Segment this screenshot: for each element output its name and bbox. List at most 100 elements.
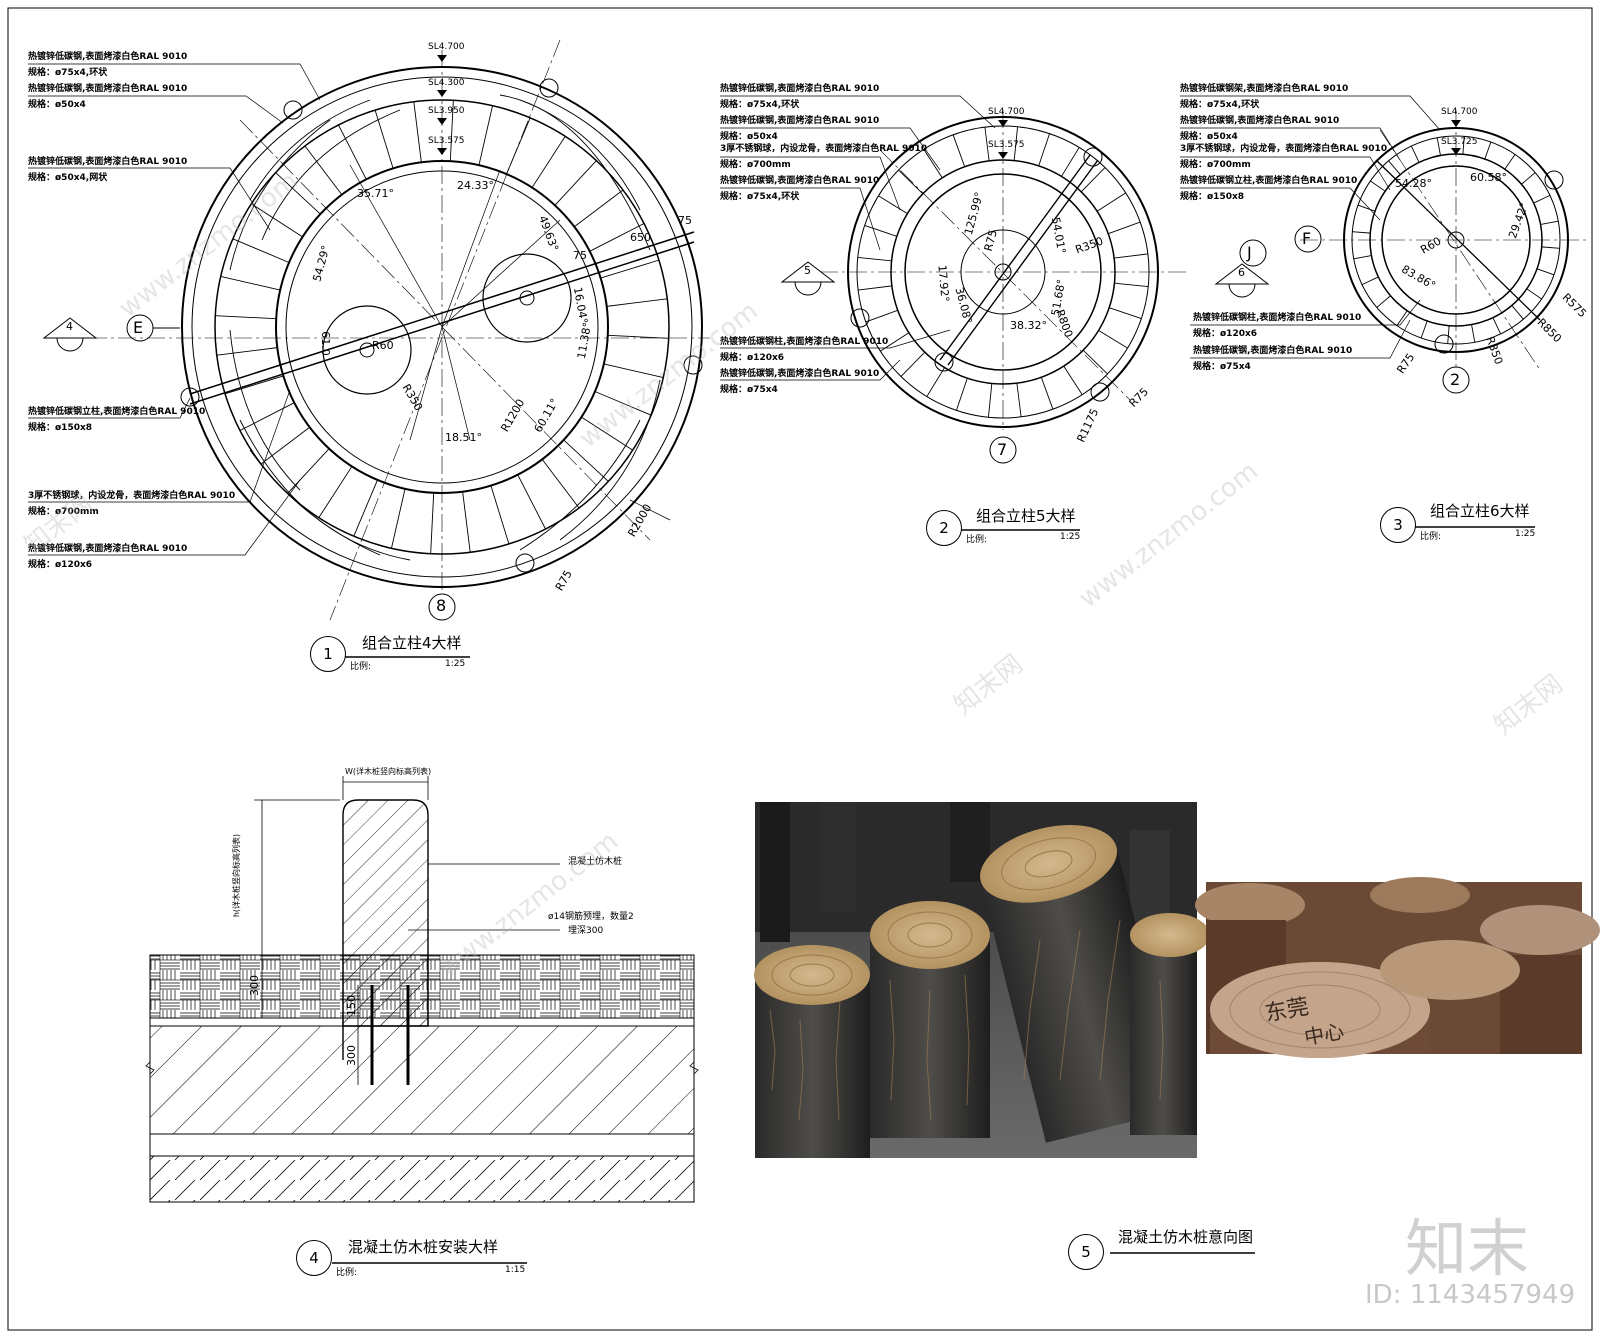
ring-rib bbox=[275, 172, 321, 215]
dim-1-r60: R60 bbox=[372, 339, 394, 352]
title-3-scale-value: 1:25 bbox=[1515, 529, 1536, 539]
angle-1-b: 24.33° bbox=[457, 179, 494, 192]
d2-callout-6-line2: 规格：ø75x4 bbox=[720, 385, 778, 395]
ring-rib bbox=[1357, 204, 1376, 212]
ring-rib bbox=[1016, 383, 1022, 417]
d3-callout-2-line2: 规格：ø50x4 bbox=[1180, 132, 1238, 142]
ring-rib bbox=[251, 203, 303, 238]
ring-rib bbox=[864, 225, 897, 237]
title-1-number: 1 bbox=[310, 636, 346, 672]
ring-rib bbox=[1462, 136, 1465, 155]
ring-rib bbox=[1063, 365, 1083, 395]
ring-rib bbox=[900, 351, 926, 377]
axis-7-label: 7 bbox=[997, 440, 1008, 459]
d4-dim-150: 150 bbox=[345, 995, 358, 1016]
ring-rib bbox=[1376, 295, 1391, 308]
ring-rib bbox=[1471, 324, 1476, 343]
ring-rib bbox=[1352, 231, 1371, 234]
ring-rib bbox=[220, 276, 281, 291]
axis-F-bubble bbox=[1294, 225, 1322, 253]
d3-callout-6-line1: 热镀锌低碳钢,表面烤漆白色RAL 9010 bbox=[1193, 346, 1353, 356]
d3-callout-1-line1: 热镀锌低碳钢架,表面烤漆白色RAL 9010 bbox=[1180, 84, 1349, 94]
ring-rib bbox=[338, 124, 367, 180]
ring-rib bbox=[1061, 147, 1080, 177]
section-marker-6 bbox=[1214, 263, 1270, 298]
d2-callout-2-line2: 规格：ø50x4 bbox=[720, 132, 778, 142]
d2-callout-6-line1: 热镀锌低碳钢,表面烤漆白色RAL 9010 bbox=[720, 369, 880, 379]
ring-rib bbox=[1447, 325, 1450, 344]
section-marker-4 bbox=[42, 317, 98, 352]
column-5-plan bbox=[820, 110, 1190, 430]
angle-3-b: 60.58° bbox=[1470, 171, 1507, 184]
ring-rib bbox=[287, 448, 330, 494]
angle-3-a: 54.28° bbox=[1395, 177, 1432, 190]
pile-photo-brown: 东莞 中心 bbox=[1195, 877, 1600, 1058]
level-3-a: SL4.700 bbox=[1441, 107, 1478, 117]
ring-rib bbox=[239, 402, 295, 431]
ring-rib bbox=[589, 223, 645, 252]
d2-callout-5-line1: 热镀锌低碳钢柱,表面烤漆白色RAL 9010 bbox=[720, 337, 889, 347]
title-2-scale-value: 1:25 bbox=[1060, 532, 1081, 542]
ring-rib bbox=[594, 391, 652, 416]
ring-rib bbox=[216, 347, 278, 356]
d3-callout-4-line2: 规格：ø150x8 bbox=[1180, 192, 1245, 202]
ring-rib bbox=[923, 149, 943, 179]
ring-rib bbox=[858, 285, 892, 291]
d3-callout-1-line2: 规格：ø75x4,环状 bbox=[1180, 100, 1260, 110]
ring-rib bbox=[1353, 255, 1372, 260]
section-5-label: 5 bbox=[804, 264, 811, 277]
ring-rib bbox=[987, 383, 993, 418]
ring-rib bbox=[600, 259, 660, 279]
ring-rib bbox=[984, 127, 990, 161]
ring-rib bbox=[1114, 282, 1149, 288]
d3-callout-3-line2: 规格：ø700mm bbox=[1180, 160, 1251, 170]
column-6-plan bbox=[1300, 110, 1590, 371]
callout-6-line1: 热镀锌低碳钢,表面烤漆白色RAL 9010 bbox=[28, 544, 188, 554]
level-1-a: SL4.700 bbox=[428, 42, 465, 52]
dim-1-650: 650 bbox=[630, 231, 651, 244]
ring-rib bbox=[462, 491, 471, 553]
pile-install-section bbox=[145, 776, 699, 1203]
ring-rib bbox=[1040, 377, 1054, 410]
title-4-text: 混凝土仿木桩安装大样 bbox=[348, 1238, 499, 1256]
angle-2-c: 17.92° bbox=[935, 264, 952, 303]
d4-dim-300a: 300 bbox=[248, 975, 261, 996]
title-4-scale-label: 比例: bbox=[336, 1268, 358, 1278]
ring-rib bbox=[478, 105, 493, 166]
ring-rib bbox=[304, 145, 343, 195]
axis-8-bubble bbox=[428, 593, 456, 621]
ring-rib bbox=[603, 363, 664, 378]
ring-rib bbox=[563, 439, 609, 482]
section-marker-5 bbox=[780, 261, 836, 296]
callout-6-line2: 规格：ø120x6 bbox=[28, 560, 93, 570]
ring-rib bbox=[956, 378, 968, 411]
level-1-c: SL3.950 bbox=[428, 106, 465, 116]
ring-rib bbox=[490, 485, 510, 545]
title-1-text: 组合立柱4大样 bbox=[362, 634, 462, 652]
ring-rib bbox=[898, 169, 924, 195]
callout-1-line1: 热镀锌低碳钢,表面烤漆白色RAL 9010 bbox=[28, 52, 188, 62]
d2-callout-2-line1: 热镀锌低碳钢,表面烤漆白色RAL 9010 bbox=[720, 116, 880, 126]
watermark-brand-logo: 知末 bbox=[1405, 1212, 1530, 1285]
callout-1-line2: 规格：ø75x4,环状 bbox=[28, 68, 108, 78]
title-4-number: 4 bbox=[296, 1240, 332, 1276]
axis-J-label: J bbox=[1247, 243, 1252, 262]
d2-callout-1-line1: 热镀锌低碳钢,表面烤漆白色RAL 9010 bbox=[720, 84, 880, 94]
axis-F-label: F bbox=[1302, 229, 1312, 248]
level-2-b: SL3.575 bbox=[988, 140, 1025, 150]
ring-rib bbox=[1492, 317, 1502, 335]
ring-rib bbox=[1098, 330, 1128, 349]
ring-rib bbox=[541, 459, 580, 509]
angle-1-f: 18.51° bbox=[445, 431, 482, 444]
title-3-text: 组合立柱6大样 bbox=[1430, 502, 1530, 520]
ring-rib bbox=[260, 426, 310, 465]
ring-rib bbox=[1521, 172, 1536, 185]
angle-2-f: 38.32° bbox=[1010, 319, 1047, 332]
ring-rib bbox=[430, 492, 435, 554]
d2-callout-4-line1: 热镀锌低碳钢,表面烤漆白色RAL 9010 bbox=[720, 176, 880, 186]
title-5-number: 5 bbox=[1068, 1234, 1104, 1270]
title-2-scale-label: 比例: bbox=[966, 535, 988, 545]
ring-rib bbox=[1013, 126, 1019, 161]
